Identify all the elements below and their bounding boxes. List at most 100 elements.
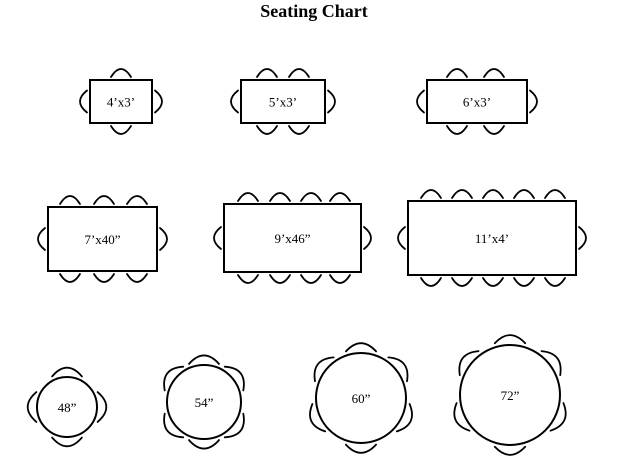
chair-icon xyxy=(269,192,291,202)
round-table xyxy=(315,352,407,444)
chair-icon xyxy=(329,192,351,202)
chair-icon xyxy=(256,68,278,78)
chair-icon xyxy=(458,350,480,376)
round-table xyxy=(459,344,561,446)
chair-icon xyxy=(213,226,222,250)
table-label: 11’x4’ xyxy=(475,231,509,246)
chair-icon xyxy=(288,68,310,78)
chair-icon xyxy=(345,342,377,353)
chair-icon xyxy=(59,273,81,283)
chair-icon xyxy=(416,89,425,114)
chair-icon xyxy=(397,226,406,250)
tables-layer: 4’x3’ 5’x3’ 6’x3’ 7’x40” 9’x46” 11’x4’ 48” 54” 6… xyxy=(26,68,587,456)
chair-icon xyxy=(300,192,322,202)
chair-icon xyxy=(544,189,566,199)
chair-icon xyxy=(493,445,527,456)
chair-icon xyxy=(230,89,239,114)
chair-icon xyxy=(51,366,83,378)
chair-icon xyxy=(126,273,148,283)
rect-table xyxy=(89,79,153,124)
round-table xyxy=(36,376,98,438)
chair-icon xyxy=(451,189,473,199)
chair-icon xyxy=(482,277,504,287)
table-3: 6’x3’ xyxy=(416,68,538,135)
chair-icon xyxy=(223,412,245,439)
rect-table xyxy=(240,79,326,124)
chair-icon xyxy=(96,391,108,423)
chair-icon xyxy=(483,68,505,78)
chair-icon xyxy=(451,277,473,287)
chair-icon xyxy=(110,68,132,78)
rect-table xyxy=(426,79,528,124)
table-1: 4’x3’ xyxy=(79,68,163,135)
chair-icon xyxy=(453,402,471,432)
chair-icon xyxy=(188,354,220,365)
chair-icon xyxy=(446,68,468,78)
chair-icon xyxy=(159,227,168,251)
rect-table xyxy=(223,203,362,273)
table-label: 9’x46” xyxy=(274,231,310,246)
chart-title: Seating Chart xyxy=(260,1,368,21)
round-table xyxy=(166,364,242,440)
chair-icon xyxy=(37,227,46,251)
chair-icon xyxy=(51,436,83,448)
chair-icon xyxy=(363,226,372,250)
chair-icon xyxy=(513,277,535,287)
chair-icon xyxy=(300,274,322,284)
chair-icon xyxy=(59,195,81,205)
table-6: 11’x4’ xyxy=(397,189,587,287)
chair-icon xyxy=(269,274,291,284)
table-7: 48” xyxy=(26,366,108,448)
chair-icon xyxy=(154,89,163,114)
chair-icon xyxy=(126,195,148,205)
table-label: 4’x3’ xyxy=(107,95,135,110)
chair-icon xyxy=(387,356,409,383)
chair-icon xyxy=(420,189,442,199)
chair-icon xyxy=(237,274,259,284)
table-2: 5’x3’ xyxy=(230,68,336,135)
table-label: 54” xyxy=(195,395,214,410)
chair-icon xyxy=(309,403,327,433)
rect-table xyxy=(407,200,577,276)
chair-icon xyxy=(544,277,566,287)
chair-icon xyxy=(578,226,587,250)
chair-icon xyxy=(93,195,115,205)
chair-icon xyxy=(79,89,88,114)
chair-icon xyxy=(529,89,538,114)
chair-icon xyxy=(237,192,259,202)
chair-icon xyxy=(549,402,567,432)
chair-icon xyxy=(256,125,278,135)
chair-icon xyxy=(327,89,336,114)
chair-icon xyxy=(188,439,220,450)
chair-icon xyxy=(482,189,504,199)
chair-icon xyxy=(446,125,468,135)
table-10: 72” xyxy=(453,334,567,456)
chair-icon xyxy=(163,365,185,392)
rect-table xyxy=(47,206,158,272)
chair-icon xyxy=(223,365,245,392)
chair-icon xyxy=(483,125,505,135)
table-label: 60” xyxy=(352,391,371,406)
chair-icon xyxy=(540,350,562,376)
chair-icon xyxy=(288,125,310,135)
table-label: 7’x40” xyxy=(84,232,120,247)
table-label: 6’x3’ xyxy=(463,95,491,110)
chair-icon xyxy=(420,277,442,287)
chair-icon xyxy=(513,189,535,199)
chair-icon xyxy=(313,356,335,383)
table-label: 5’x3’ xyxy=(269,95,297,110)
chair-icon xyxy=(110,125,132,135)
table-8: 54” xyxy=(163,354,245,450)
table-label: 72” xyxy=(501,388,520,403)
table-label: 48” xyxy=(58,400,77,415)
chair-icon xyxy=(329,274,351,284)
table-9: 60” xyxy=(309,342,413,454)
chair-icon xyxy=(345,443,377,454)
chair-icon xyxy=(26,391,38,423)
chair-icon xyxy=(493,334,527,345)
table-4: 7’x40” xyxy=(37,195,168,283)
chair-icon xyxy=(93,273,115,283)
table-5: 9’x46” xyxy=(213,192,372,284)
chair-icon xyxy=(395,403,413,433)
